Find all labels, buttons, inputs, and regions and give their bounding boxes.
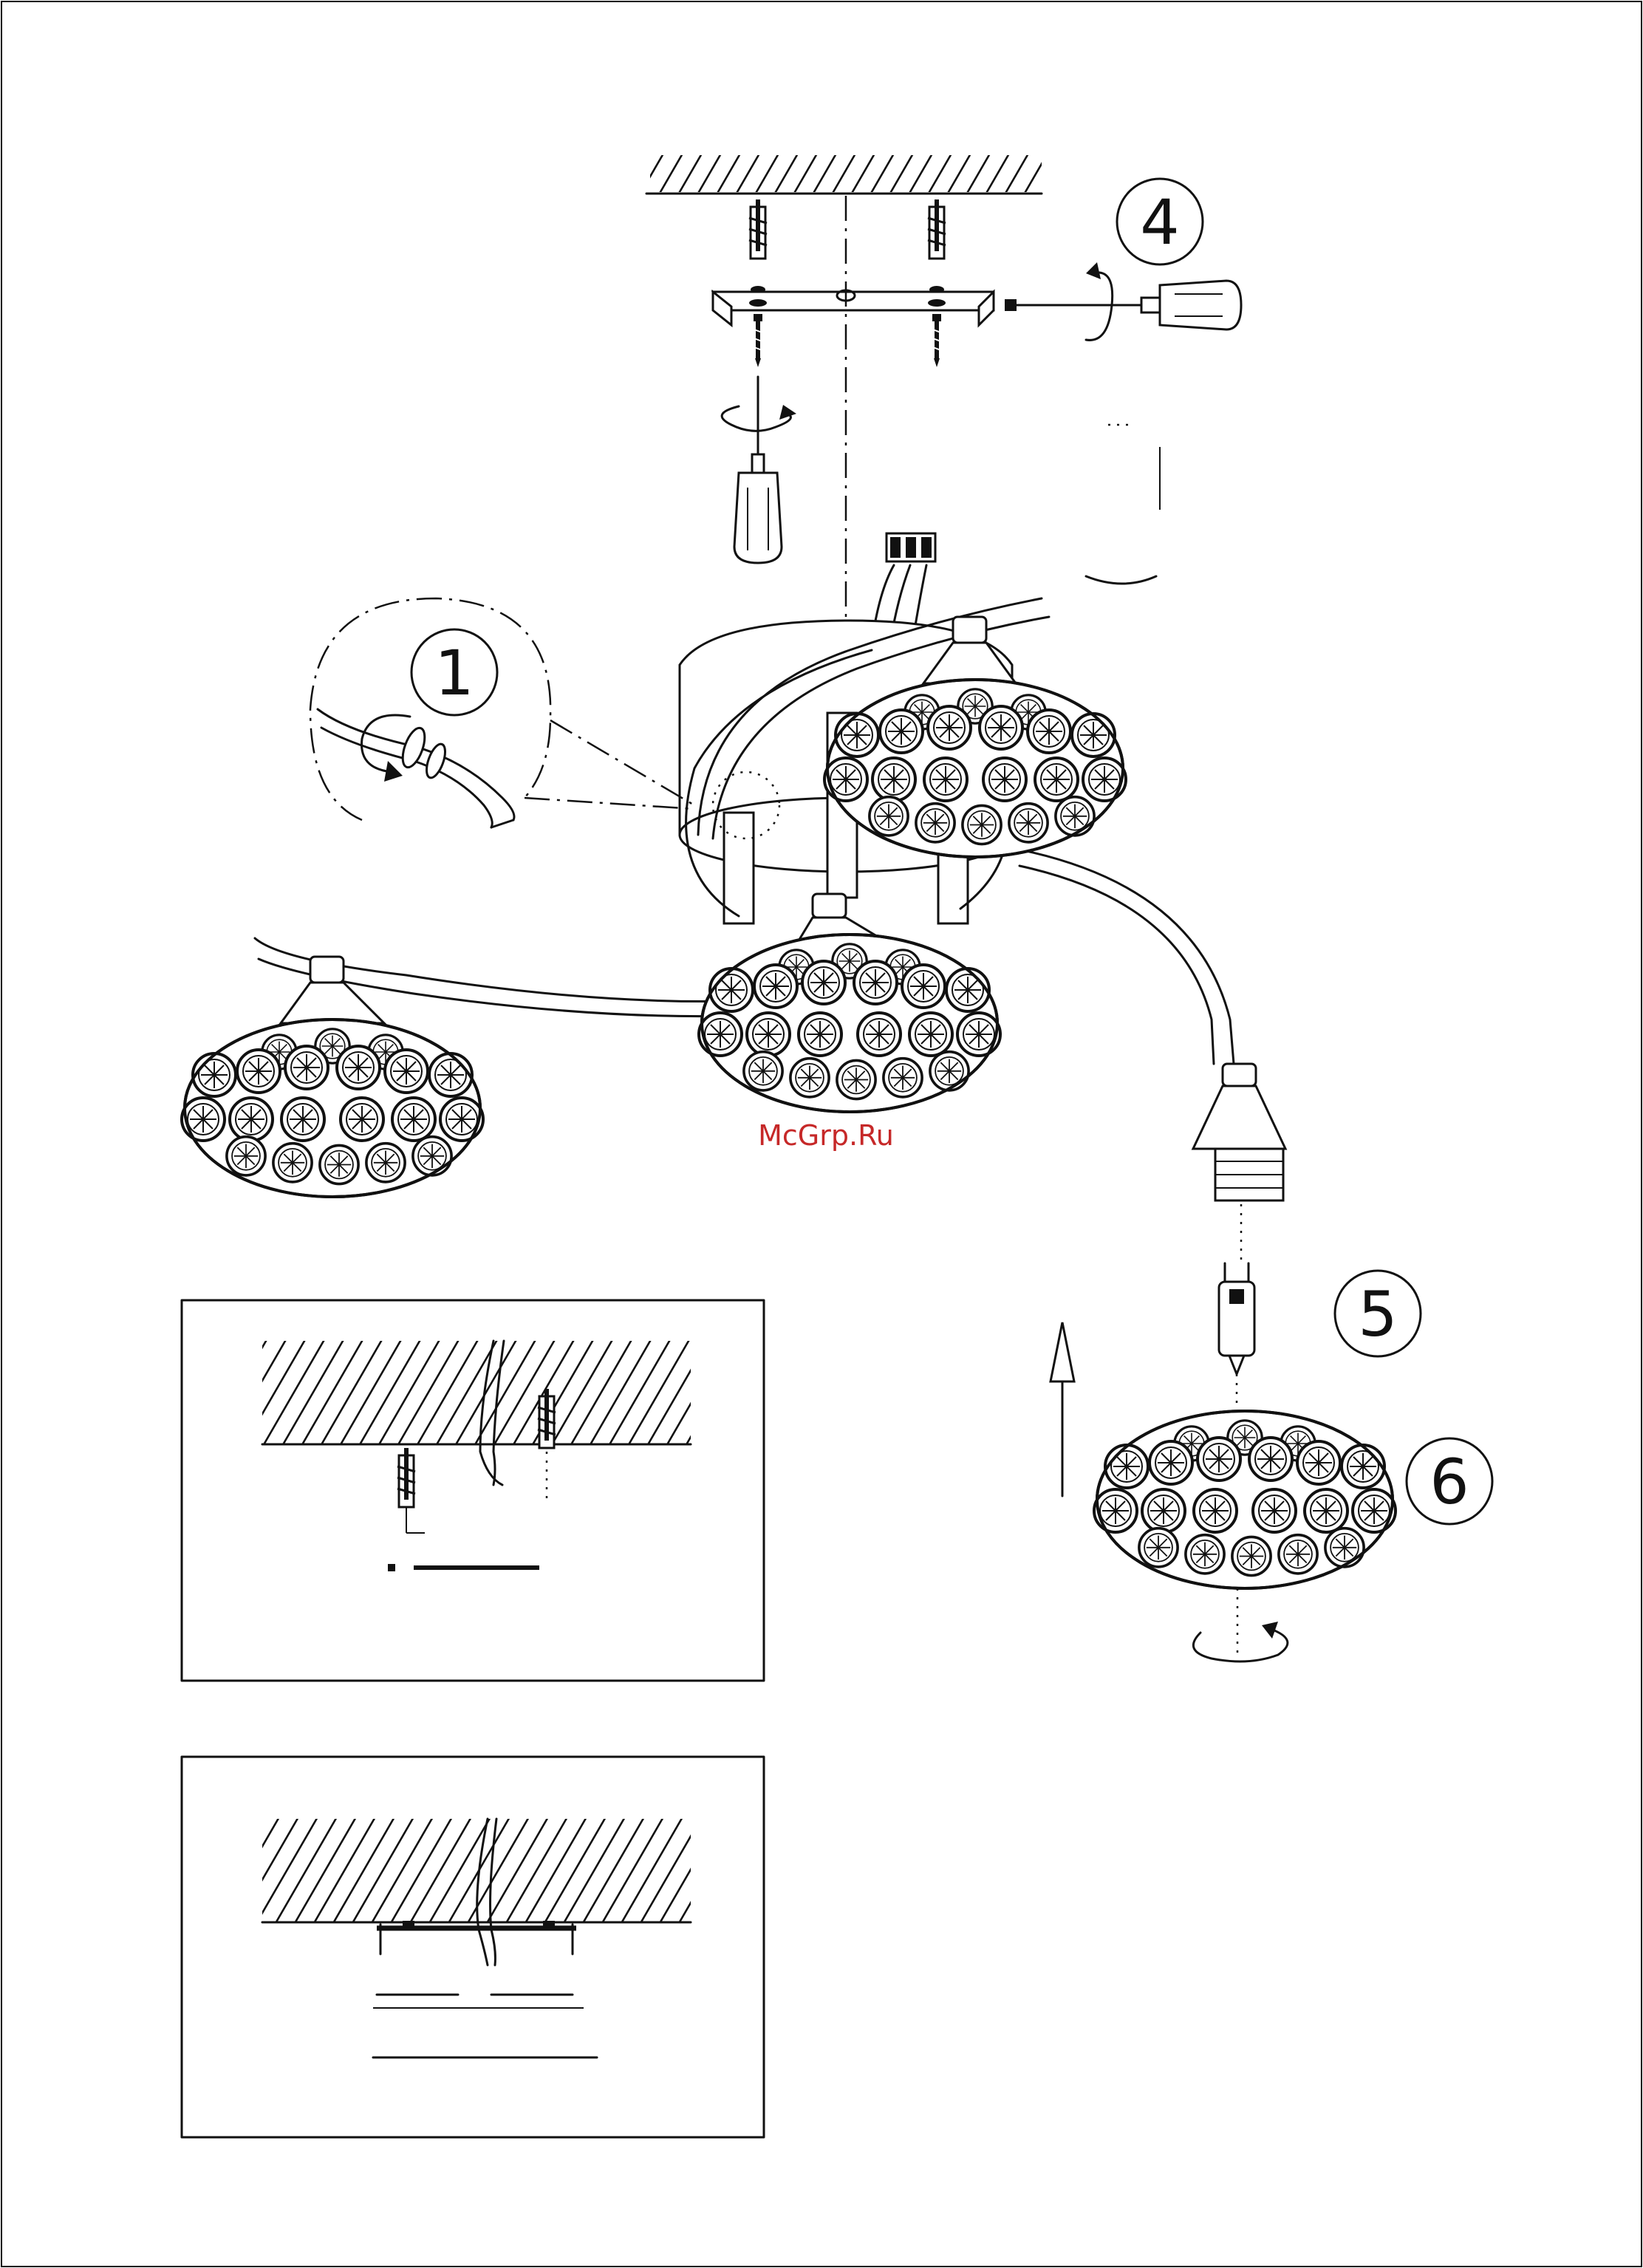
screwdriver-horizontal [1060, 262, 1241, 340]
anchor-inset-2 [397, 1448, 415, 1507]
arm-socket-left [724, 813, 754, 923]
wall-anchor-left [749, 199, 767, 259]
inset-box-anchors [182, 1300, 764, 1681]
lamp-shade-left [182, 957, 483, 1197]
screwdriver-icon [1160, 281, 1241, 329]
screw-left [752, 314, 764, 367]
watermark: McGrp.Ru [758, 1119, 894, 1152]
g9-bulb [1219, 1263, 1254, 1404]
ceiling-mount-group [646, 155, 1064, 628]
detail-bubble [310, 598, 694, 827]
screw-right [931, 314, 943, 367]
ceiling-hatch [650, 155, 1042, 192]
lamp-shade-center [699, 894, 1000, 1112]
rotate-arrow-icon [1086, 273, 1113, 341]
step-5-label: 5 [1358, 1278, 1397, 1350]
lamp-socket [1193, 1064, 1285, 1263]
step-4-label: 4 [1140, 186, 1179, 259]
side-screw [1005, 299, 1064, 311]
screwdriver-icon [734, 473, 782, 563]
wall-anchor-right [928, 199, 946, 259]
up-arrow-icon [1051, 1322, 1074, 1496]
inset-frame-2 [182, 1757, 764, 2137]
inset-box-bracket [182, 1757, 764, 2137]
lamp-shade-detached [1094, 1411, 1396, 1661]
screwdriver-vertical [722, 377, 796, 563]
step-6-label: 6 [1429, 1446, 1469, 1518]
faint-guides [1086, 425, 1160, 584]
anchor-inset-1 [538, 1389, 556, 1448]
step-1-label: 1 [434, 637, 474, 709]
